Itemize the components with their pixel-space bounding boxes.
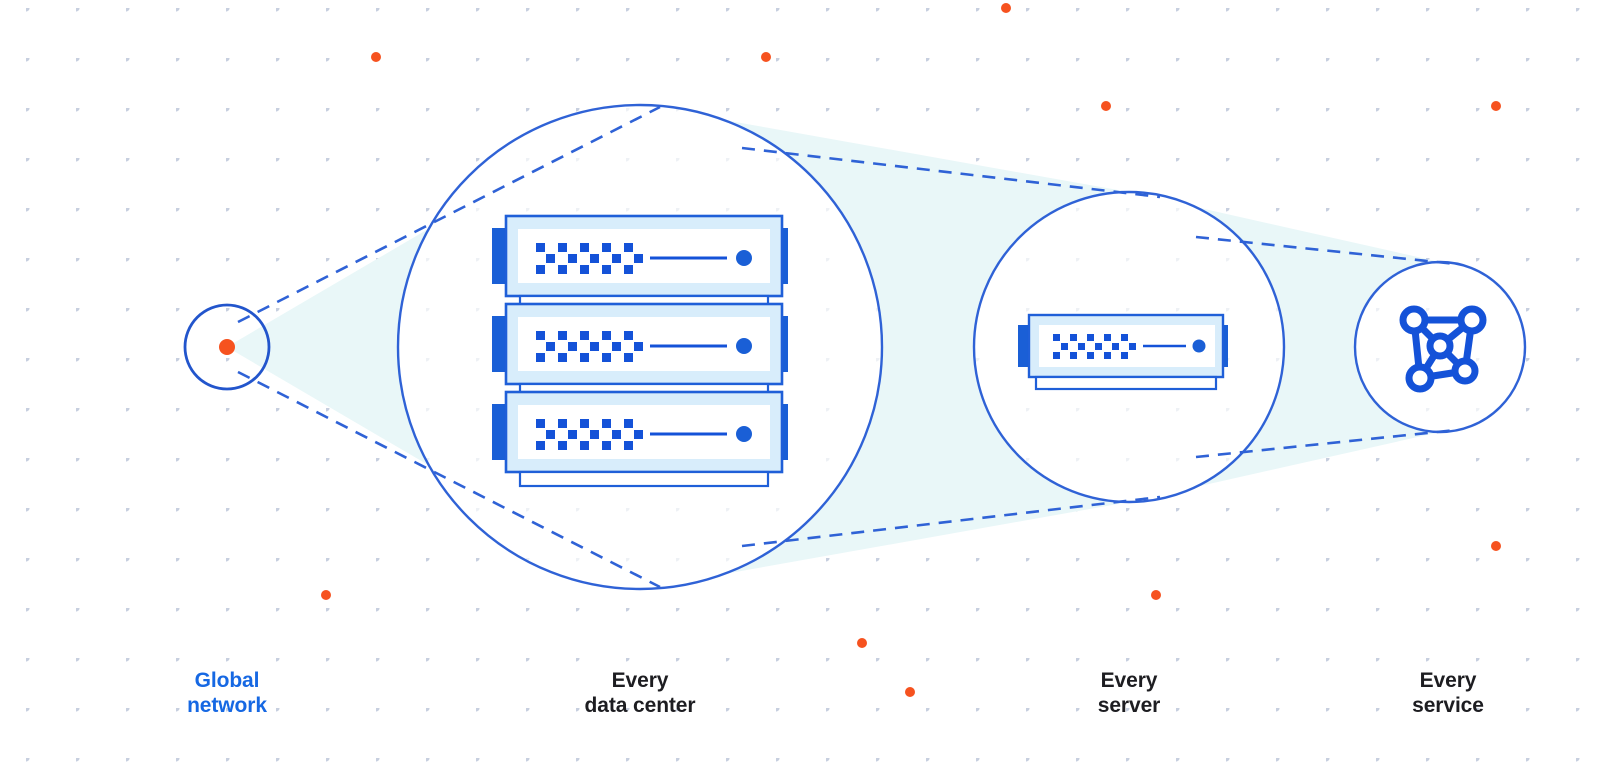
rack-base: [518, 470, 770, 488]
accent-dot: [761, 52, 771, 62]
rack-unit-1-status-led: [736, 250, 752, 266]
accent-dot: [905, 687, 915, 697]
accent-dot: [1491, 541, 1501, 551]
label-every-service: Every service: [1412, 669, 1484, 717]
dash-upper-datacenter-server: [741, 146, 1161, 199]
rack-unit-2-status-led: [736, 338, 752, 354]
rack-unit-1-vents: [536, 243, 643, 274]
single-server-base: [1034, 375, 1218, 391]
dash-lower-global-datacenter: [237, 370, 661, 589]
label-every-data-center: Every data center: [584, 669, 696, 717]
rack-unit-3-vents: [536, 419, 643, 450]
dash-upper-global-datacenter: [237, 105, 661, 324]
single-server-vents: [1053, 334, 1136, 359]
accent-dot: [857, 638, 867, 648]
rack-unit-2-vents: [536, 331, 643, 362]
service-node-center: [1426, 332, 1454, 360]
service-node-top-left: [1399, 305, 1429, 335]
dash-lower-datacenter-server: [741, 495, 1161, 548]
dashed-connector-lines: [237, 105, 1457, 589]
datacenter-circle-outline[interactable]: [396, 103, 884, 591]
server-circle-outline[interactable]: [972, 190, 1286, 504]
service-node-graph-icon[interactable]: [1399, 305, 1487, 393]
service-node-bottom-left: [1405, 363, 1435, 393]
single-server-icon[interactable]: [1018, 313, 1228, 391]
accent-dots: [321, 3, 1501, 697]
rack-unit-3: [492, 390, 788, 474]
single-server-status-led: [1192, 339, 1206, 353]
accent-dot: [321, 590, 331, 600]
server-rack-icon[interactable]: [492, 214, 788, 488]
accent-dot: [1151, 590, 1161, 600]
map-location-pin-icon[interactable]: [219, 339, 235, 355]
label-every-server: Every server: [1097, 669, 1161, 717]
global-network-circle[interactable]: [183, 303, 271, 391]
service-circle-outline[interactable]: [1353, 260, 1527, 434]
accent-dot: [1001, 3, 1011, 13]
rack-unit-3-status-led: [736, 426, 752, 442]
service-node-bottom-right: [1451, 357, 1479, 385]
accent-dot: [1101, 101, 1111, 111]
accent-dot: [371, 52, 381, 62]
service-node-top-right: [1457, 305, 1487, 335]
rack-unit-2: [492, 302, 788, 386]
label-global-network: Global network: [187, 669, 267, 717]
rack-unit-1: [492, 214, 788, 298]
accent-dot: [1491, 101, 1501, 111]
